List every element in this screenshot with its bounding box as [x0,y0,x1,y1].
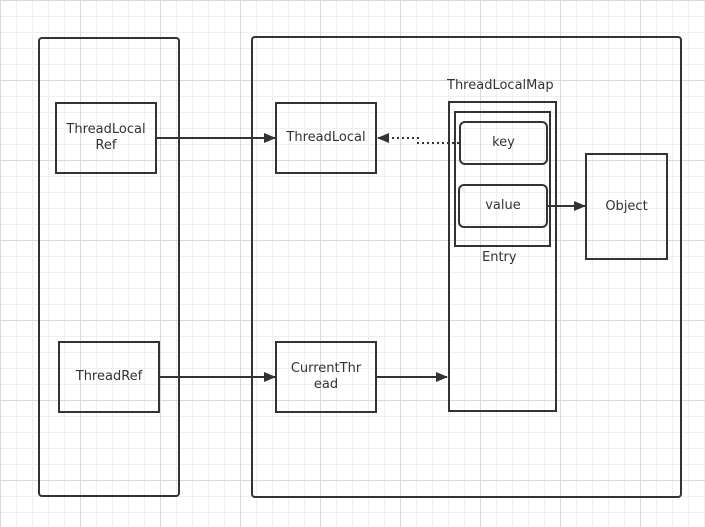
thread-ref-label: ThreadRef [75,369,143,384]
current-thread-node[interactable] [275,341,377,413]
threadlocal-node[interactable] [275,102,377,174]
current-thread-label: CurrentThread [290,361,362,392]
key-node[interactable] [459,121,548,165]
threadlocalmap-node[interactable] [448,101,557,412]
value-label: value [485,198,521,213]
object-node[interactable] [585,153,668,260]
object-label: Object [605,198,648,214]
entry-label: Entry [482,250,517,265]
stack-container [38,37,180,497]
key-label: key [492,135,515,150]
value-node[interactable] [458,184,548,228]
thread-ref-node[interactable] [58,341,160,413]
threadlocal-ref-node[interactable] [55,102,157,174]
threadlocal-ref-label: ThreadLocal Ref [66,122,146,153]
entry-node[interactable] [454,111,551,247]
heap-container [251,36,682,498]
threadlocalmap-title: ThreadLocalMap [447,78,554,93]
threadlocal-label: ThreadLocal [286,130,366,145]
